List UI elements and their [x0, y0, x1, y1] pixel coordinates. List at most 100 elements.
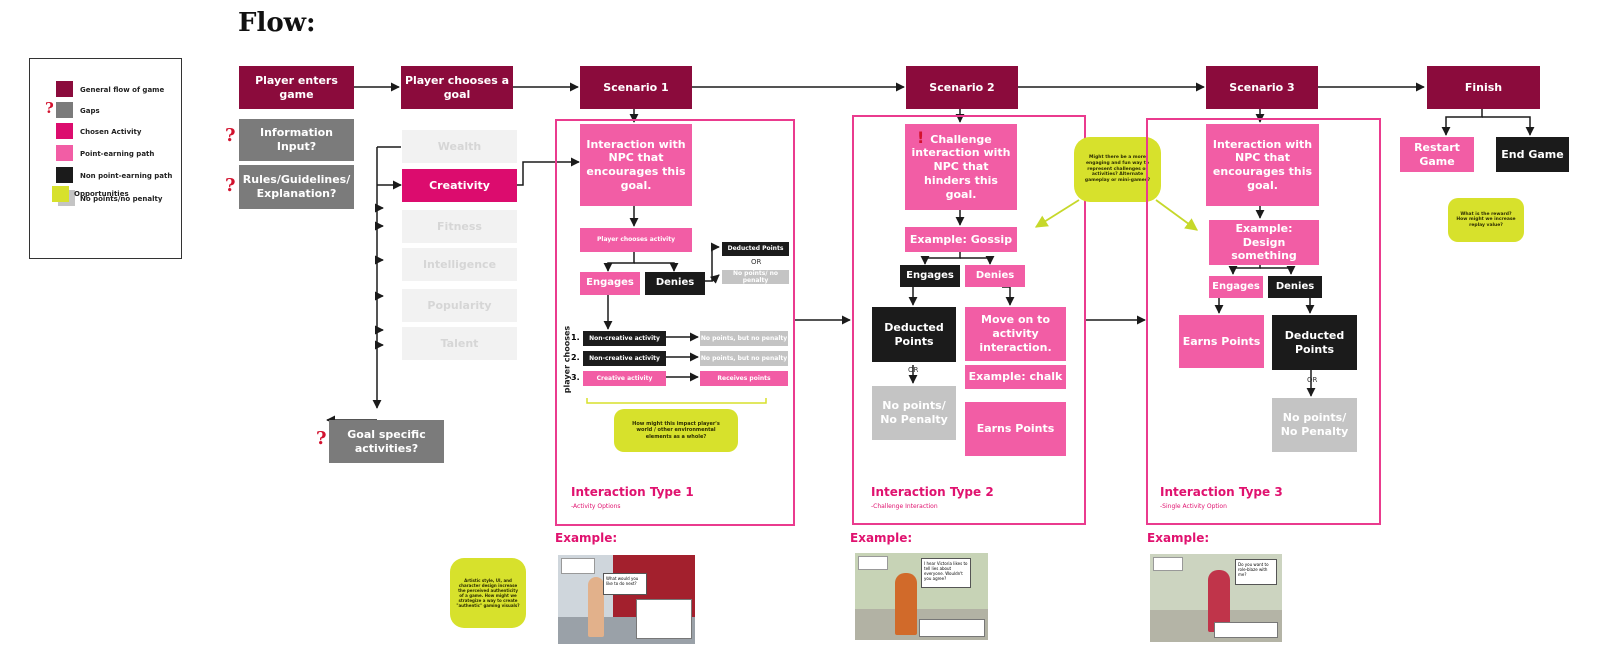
- example-screenshot-2: I hear Victoria likes to tell lies about…: [855, 553, 988, 640]
- scenario-1-box: Scenario 1: [580, 66, 692, 109]
- legend-swatch-opportunities: [52, 186, 69, 202]
- character-figure: [588, 577, 604, 637]
- interaction-type-3-title: Interaction Type 3: [1160, 485, 1283, 499]
- example-screenshot-1: What would you like to do next?: [558, 555, 695, 644]
- legend-label-gaps: Gaps: [80, 107, 100, 115]
- scenario-2-npc-box: Challenge interaction with NPC that hind…: [905, 124, 1017, 210]
- example-label-2: Example:: [850, 531, 913, 545]
- player-enters-game-box: Player enters game: [239, 66, 354, 109]
- scenario-3-no-points-box: No points/ No Penalty: [1272, 398, 1357, 452]
- scenario-3-npc-box: Interaction with NPC that encourages thi…: [1206, 124, 1319, 206]
- scenario-1-engages-box: Engages: [580, 272, 640, 295]
- player-chooses-goal-box: Player chooses a goal: [401, 66, 513, 109]
- scenario-3-or-label: OR: [1307, 376, 1318, 384]
- scenario-1-no-points-box: No points/ no penalty: [722, 270, 789, 284]
- legend-label-point-earning: Point-earning path: [80, 150, 155, 158]
- dialog-options-panel: [636, 599, 692, 639]
- legend-swatch-non-point: [56, 167, 73, 183]
- option-num-2: 2.: [571, 353, 580, 362]
- example-chalk-box: Example: chalk: [965, 365, 1066, 389]
- page-title: Flow:: [238, 8, 316, 38]
- example-label-3: Example:: [1147, 531, 1210, 545]
- character-figure: [895, 573, 917, 635]
- dialog-options-panel: [919, 619, 985, 637]
- scenario-2-engages-box: Engages: [900, 265, 960, 287]
- legend-swatch-general: [56, 81, 73, 97]
- player-stats-panel: [1153, 557, 1183, 571]
- question-mark-icon: ?: [225, 125, 236, 146]
- goal-specific-activities-box: Goal specific activities?: [329, 420, 444, 463]
- legend-label-non-point: Non point-earning path: [80, 172, 173, 180]
- legend-swatch-chosen: [56, 123, 73, 139]
- scenario-1-deducted-points-box: Deducted Points: [722, 242, 789, 256]
- restart-game-box: Restart Game: [1400, 137, 1474, 172]
- scenario-2-no-points-box: No points/ No Penalty: [872, 386, 956, 440]
- interaction-type-1-title: Interaction Type 1: [571, 485, 694, 499]
- interaction-type-1-subtitle: -Activity Options: [571, 503, 621, 510]
- scenario-3-engages-box: Engages: [1209, 276, 1263, 298]
- scenario-3-earns-points-box: Earns Points: [1179, 315, 1264, 368]
- scenario-3-box: Scenario 3: [1206, 66, 1318, 109]
- move-on-to-activity-box: Move on to activity interaction.: [965, 307, 1066, 361]
- example-gossip-box: Example: Gossip: [905, 227, 1017, 252]
- scenario-2-box: Scenario 2: [906, 66, 1018, 109]
- scenario-3-frame: [1146, 118, 1381, 525]
- legend-label-general: General flow of game: [80, 86, 165, 94]
- option-num-3: 3.: [571, 373, 580, 382]
- rules-guidelines-box: Rules/Guidelines/ Explanation?: [239, 165, 354, 209]
- character-figure: [1208, 570, 1230, 632]
- goal-talent: Talent: [402, 327, 517, 360]
- legend-swatch-gaps: [56, 102, 73, 118]
- question-mark-icon: ?: [45, 99, 54, 117]
- finish-opportunity-note: What is the reward? How might we increas…: [1448, 198, 1524, 242]
- option-1-activity: Non-creative activity: [583, 331, 666, 346]
- scenario-3-denies-box: Denies: [1268, 276, 1322, 298]
- dialog-options-panel: [1214, 622, 1278, 638]
- speech-bubble: Do you want to role-blaze with me?: [1235, 559, 1277, 585]
- example-screenshot-3: Do you want to role-blaze with me?: [1150, 554, 1282, 642]
- option-1-result: No points, but no penalty: [700, 331, 788, 346]
- scenario-3-deducted-points-box: Deducted Points: [1272, 315, 1357, 370]
- scenario-1-frame: [555, 119, 795, 526]
- scenario-2-earns-points-box: Earns Points: [965, 402, 1066, 456]
- question-mark-icon: ?: [225, 175, 236, 196]
- option-2-result: No points, but no penalty: [700, 351, 788, 366]
- example-label-1: Example:: [555, 531, 618, 545]
- scenario-1-denies-box: Denies: [645, 272, 705, 295]
- legend-label-chosen: Chosen Activity: [80, 128, 142, 136]
- goal-creativity: Creativity: [402, 169, 517, 202]
- speech-bubble: What would you like to do next?: [603, 573, 647, 595]
- legend-label-no-points: No points/no penalty: [80, 195, 163, 203]
- question-mark-icon: ?: [316, 428, 327, 449]
- option-3-activity: Creative activity: [583, 371, 666, 386]
- information-input-box: Information Input?: [239, 119, 354, 161]
- interaction-type-3-subtitle: -Single Activity Option: [1160, 503, 1227, 510]
- goal-intelligence: Intelligence: [402, 248, 517, 281]
- finish-box: Finish: [1427, 66, 1540, 109]
- player-stats-panel: [561, 558, 595, 574]
- example-design-box: Example: Design something: [1209, 220, 1319, 265]
- option-3-result: Receives points: [700, 371, 788, 386]
- end-game-box: End Game: [1496, 137, 1569, 172]
- scenario-2-frame: [852, 115, 1086, 525]
- legend: General flow of game ? Gaps Chosen Activ…: [29, 58, 182, 259]
- scenario-1-or-label: OR: [751, 258, 762, 266]
- option-2-activity: Non-creative activity: [583, 351, 666, 366]
- scenario-1-opportunity-note: How might this impact player's world / o…: [614, 409, 738, 452]
- goal-popularity: Popularity: [402, 289, 517, 322]
- interaction-type-2-title: Interaction Type 2: [871, 485, 994, 499]
- scenario-2-denies-box: Denies: [965, 265, 1025, 287]
- player-stats-panel: [858, 556, 888, 570]
- scenario-1-npc-box: Interaction with NPC that encourages thi…: [580, 124, 692, 206]
- scenario-2-or-label: OR: [908, 366, 919, 374]
- goal-wealth: Wealth: [402, 130, 517, 163]
- legend-label-opportunities: Opportunities: [74, 190, 129, 198]
- legend-swatch-point-earning: [56, 145, 73, 161]
- alert-icon: !: [917, 128, 925, 147]
- option-num-1: 1.: [571, 333, 580, 342]
- speech-bubble: I hear Victoria likes to tell lies about…: [921, 558, 971, 588]
- scenario-2-deducted-points-box: Deducted Points: [872, 307, 956, 362]
- goal-fitness: Fitness: [402, 210, 517, 243]
- bottom-opportunity-note: Artistic style, UI, and character design…: [450, 558, 526, 628]
